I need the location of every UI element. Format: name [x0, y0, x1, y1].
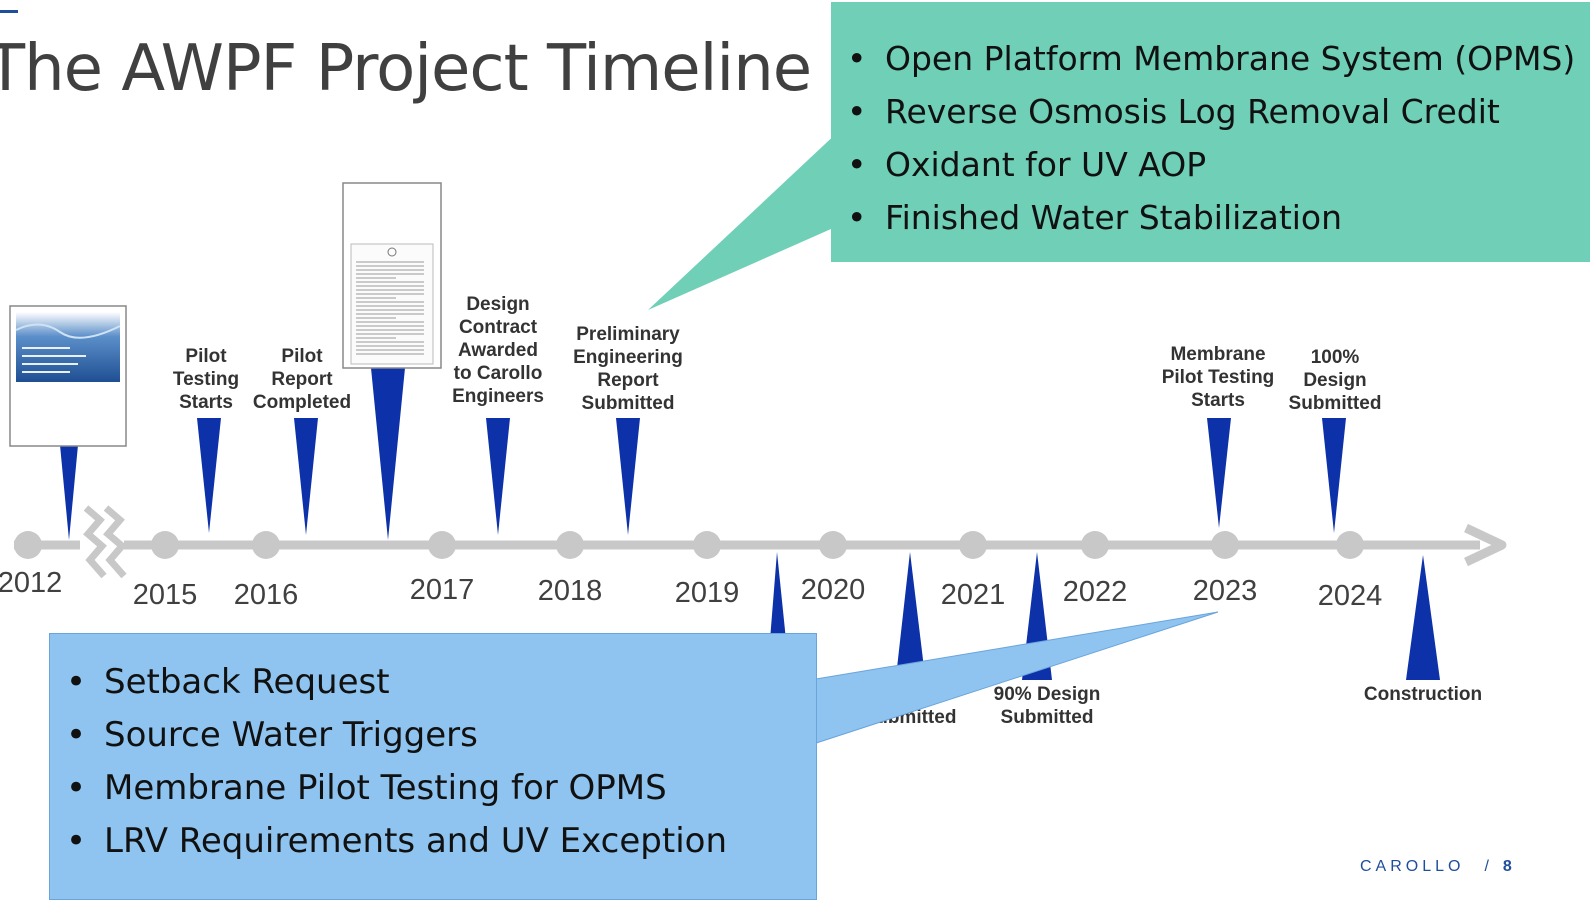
- milestone-label-construction: Construction: [1364, 684, 1482, 705]
- title-accent-line: [0, 10, 18, 13]
- milestone-label-membrane-pilot: Membrane: [1170, 344, 1265, 365]
- timeline-break-mark: [103, 505, 127, 579]
- milestone-label-design-100: Submitted: [1289, 393, 1382, 414]
- milestone-pointer-below-2019: [770, 552, 786, 640]
- milestone-pointer-membrane-pilot: [1207, 418, 1231, 528]
- callout-top: Open Platform Membrane System (OPMS) Rev…: [831, 2, 1590, 262]
- milestone-pointer-feasibility: [60, 445, 78, 540]
- year-label: 2012: [0, 567, 62, 599]
- footer-separator: /: [1484, 858, 1489, 875]
- year-node: [151, 531, 179, 559]
- year-node: [959, 531, 987, 559]
- year-label: 2020: [801, 574, 866, 606]
- footer: CAROLLO / 8: [1360, 858, 1512, 876]
- timeline-break-mark: [83, 505, 107, 579]
- callout-top-list: Open Platform Membrane System (OPMS) Rev…: [847, 32, 1575, 244]
- milestone-label-design-100: Design: [1303, 370, 1366, 391]
- tceq-document-seal: [387, 247, 397, 257]
- milestone-label-pilot-report: Report: [271, 369, 333, 390]
- year-node: [428, 531, 456, 559]
- milestone-label-membrane-pilot: Pilot Testing: [1162, 367, 1275, 388]
- milestone-pointer-preliminary: [616, 418, 640, 535]
- milestone-label-pilot-testing: Starts: [179, 392, 233, 413]
- milestone-label-preliminary: Submitted: [582, 393, 675, 414]
- milestone-label-preliminary: Report: [597, 370, 659, 391]
- callout-top-item: Oxidant for UV AOP: [847, 138, 1575, 191]
- milestone-pointer-design-contract: [486, 418, 510, 535]
- year-node: [1336, 531, 1364, 559]
- milestone-label-design-contract: to Carollo: [454, 363, 543, 384]
- callout-bottom: Setback Request Source Water Triggers Me…: [49, 633, 817, 900]
- year-node: [1211, 531, 1239, 559]
- milestone-pointer-tceq: [371, 368, 405, 540]
- callout-bottom-item: Source Water Triggers: [66, 709, 727, 762]
- year-label: 2019: [675, 577, 740, 609]
- milestone-pointer-pilot-report: [294, 418, 318, 535]
- milestone-label-preliminary: Preliminary: [576, 324, 680, 345]
- milestone-label-pilot-report: Completed: [253, 392, 351, 413]
- year-node: [14, 531, 42, 559]
- callout-bottom-list: Setback Request Source Water Triggers Me…: [66, 656, 727, 868]
- year-node: [252, 531, 280, 559]
- callout-top-item: Open Platform Membrane System (OPMS): [847, 32, 1575, 85]
- milestone-pointer-construction: [1406, 555, 1440, 680]
- year-node: [1081, 531, 1109, 559]
- year-label: 2018: [538, 575, 603, 607]
- callout-top-item: Reverse Osmosis Log Removal Credit: [847, 85, 1575, 138]
- year-label: 2022: [1063, 576, 1128, 608]
- timeline-arrow-head: [1464, 523, 1507, 567]
- callout-top-item: Finished Water Stabilization: [847, 191, 1575, 244]
- milestone-label-design-contract: Awarded: [458, 340, 538, 361]
- milestone-label-design-90: 90% Design: [994, 684, 1101, 705]
- milestone-label-design-contract: Engineers: [452, 386, 544, 407]
- milestone-label-pilot-testing: Pilot: [185, 346, 227, 367]
- milestone-label-design-contract: Design: [466, 294, 529, 315]
- callout-bottom-item: LRV Requirements and UV Exception: [66, 815, 727, 868]
- milestone-label-pilot-report: Pilot: [281, 346, 323, 367]
- year-label: 2023: [1193, 575, 1258, 607]
- callout-bottom-item: Setback Request: [66, 656, 727, 709]
- callout-bottom-item: Membrane Pilot Testing for OPMS: [66, 762, 727, 815]
- year-node: [556, 531, 584, 559]
- year-label: 2015: [133, 579, 198, 611]
- slide-title: The AWPF Project Timeline: [0, 32, 812, 106]
- year-label: 2021: [941, 579, 1006, 611]
- milestone-label-design-contract: Contract: [459, 317, 538, 338]
- year-node: [819, 531, 847, 559]
- feasibility-report-image: [15, 323, 121, 339]
- year-label: 2024: [1318, 580, 1383, 612]
- milestone-pointer-design-submitted: [897, 552, 924, 668]
- milestone-pointer-pilot-testing: [197, 418, 221, 533]
- milestone-pointer-design-100: [1322, 418, 1346, 533]
- year-node: [693, 531, 721, 559]
- footer-brand: CAROLLO: [1360, 858, 1465, 875]
- year-label: 2017: [410, 574, 475, 606]
- page-number: 8: [1502, 858, 1512, 875]
- milestone-label-pilot-testing: Testing: [173, 369, 239, 390]
- callout-top-pointer: [648, 130, 840, 310]
- year-label: 2016: [234, 579, 299, 611]
- milestone-label-design-90: Submitted: [1001, 707, 1094, 728]
- milestone-label-design-100: 100%: [1311, 347, 1360, 368]
- milestone-label-preliminary: Engineering: [573, 347, 683, 368]
- tceq-document-image: [350, 243, 434, 365]
- milestone-label-membrane-pilot: Starts: [1191, 390, 1245, 411]
